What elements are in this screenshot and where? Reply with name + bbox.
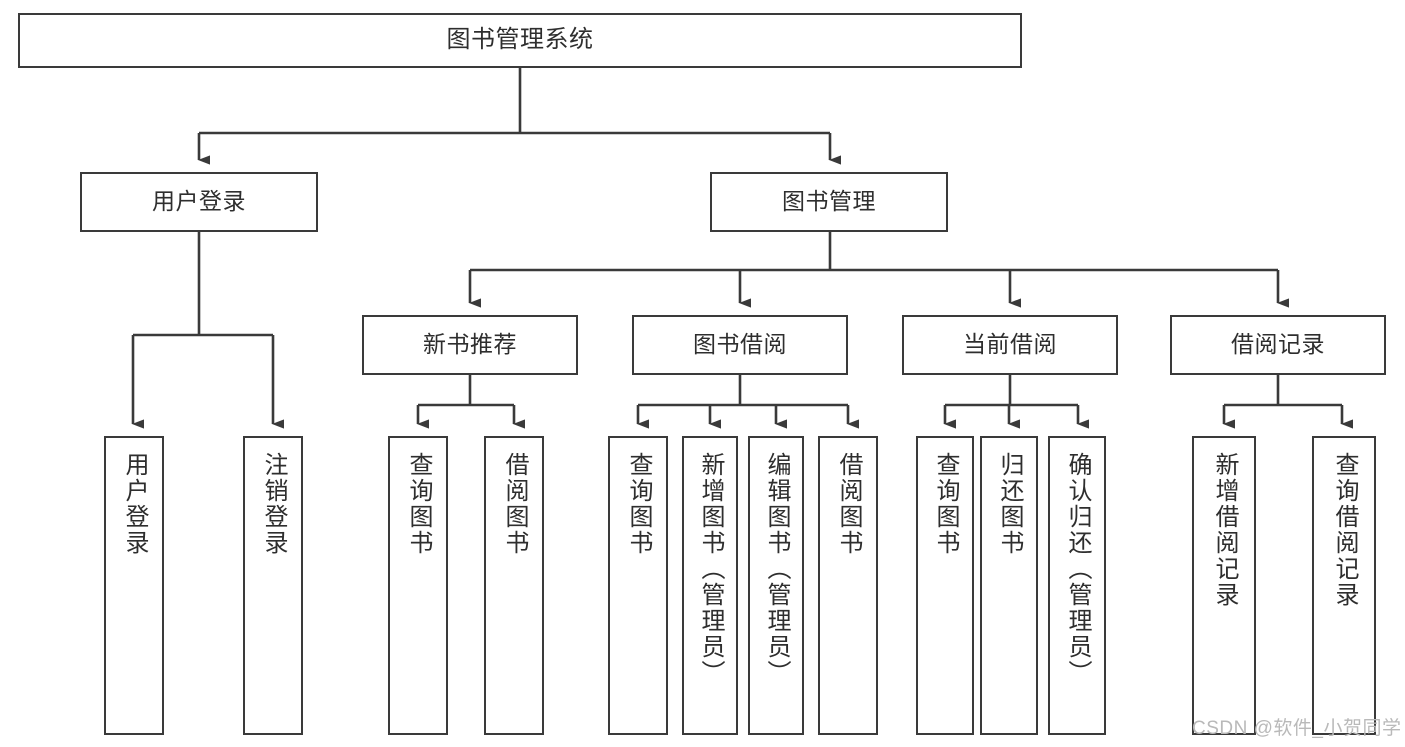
leaf-add-borrow-record[interactable]: 新增借阅记录 [1192, 436, 1256, 735]
node-borrow-record-label: 借阅记录 [1231, 331, 1325, 358]
leaf-add-borrow-record-label: 新增借阅记录 [1210, 452, 1238, 608]
node-current-borrow-label: 当前借阅 [963, 331, 1057, 358]
node-root-label: 图书管理系统 [446, 26, 594, 54]
node-book-borrow[interactable]: 图书借阅 [632, 315, 848, 375]
leaf-logout-label: 注销登录 [259, 452, 287, 556]
leaf-return-book-label: 归还图书 [995, 452, 1023, 556]
leaf-user-login-label: 用户登录 [120, 452, 148, 556]
leaf-logout[interactable]: 注销登录 [243, 436, 303, 735]
leaf-add-book-admin[interactable]: 新增图书（管理员） [682, 436, 738, 735]
leaf-edit-book-admin[interactable]: 编辑图书（管理员） [748, 436, 804, 735]
node-current-borrow[interactable]: 当前借阅 [902, 315, 1118, 375]
leaf-confirm-return-admin-label: 确认归还（管理员） [1063, 452, 1091, 686]
leaf-edit-book-admin-label: 编辑图书（管理员） [762, 452, 790, 686]
leaf-query-borrow-record-label: 查询借阅记录 [1330, 452, 1358, 608]
leaf-borrow-book-label: 借阅图书 [834, 452, 862, 556]
node-book-management[interactable]: 图书管理 [710, 172, 948, 232]
leaf-query-book-recommend[interactable]: 查询图书 [388, 436, 448, 735]
leaf-query-book-borrow-label: 查询图书 [624, 452, 652, 556]
leaf-borrow-book-recommend[interactable]: 借阅图书 [484, 436, 544, 735]
leaf-query-book-current[interactable]: 查询图书 [916, 436, 974, 735]
node-new-book-recommend-label: 新书推荐 [423, 331, 517, 358]
node-book-borrow-label: 图书借阅 [693, 331, 787, 358]
leaf-add-book-admin-label: 新增图书（管理员） [696, 452, 724, 686]
csdn-watermark: CSDN @软件_小贺同学 [1192, 718, 1402, 739]
node-user-login-label: 用户登录 [152, 188, 246, 215]
node-new-book-recommend[interactable]: 新书推荐 [362, 315, 578, 375]
leaf-confirm-return-admin[interactable]: 确认归还（管理员） [1048, 436, 1106, 735]
node-root[interactable]: 图书管理系统 [18, 13, 1022, 68]
leaf-borrow-book[interactable]: 借阅图书 [818, 436, 878, 735]
leaf-borrow-book-recommend-label: 借阅图书 [500, 452, 528, 556]
leaf-return-book[interactable]: 归还图书 [980, 436, 1038, 735]
node-book-management-label: 图书管理 [782, 188, 876, 215]
leaf-query-book-borrow[interactable]: 查询图书 [608, 436, 668, 735]
leaf-user-login[interactable]: 用户登录 [104, 436, 164, 735]
node-borrow-record[interactable]: 借阅记录 [1170, 315, 1386, 375]
node-user-login[interactable]: 用户登录 [80, 172, 318, 232]
leaf-query-borrow-record[interactable]: 查询借阅记录 [1312, 436, 1376, 735]
leaf-query-book-recommend-label: 查询图书 [404, 452, 432, 556]
leaf-query-book-current-label: 查询图书 [931, 452, 959, 556]
